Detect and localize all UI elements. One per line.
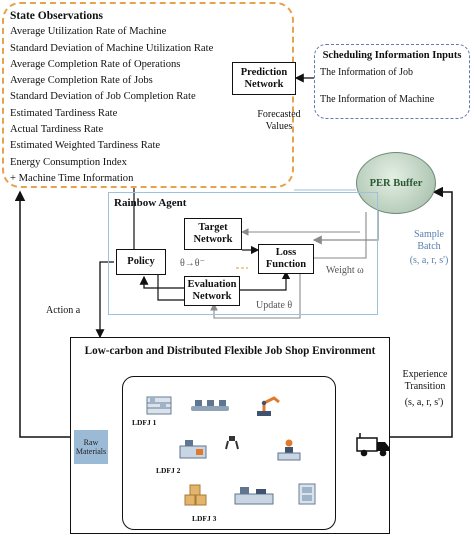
update-arrow [210, 272, 301, 319]
scheduling-inputs-panel: Scheduling Information Inputs The Inform… [314, 44, 470, 119]
policy-box: Policy [116, 249, 166, 275]
per-to-loss-arrow [312, 208, 379, 245]
sched-item-machine: The Information of Machine [320, 94, 435, 105]
env-to-per-arrow [390, 186, 453, 438]
state-item: Standard Deviation of Job Completion Rat… [10, 91, 196, 103]
gripper-icon [225, 436, 239, 450]
state-item: Energy Consumption Index [10, 156, 127, 168]
truck-icon [356, 433, 389, 457]
prediction-network-label: Prediction Network [240, 66, 288, 90]
state-observations-title: State Observations [10, 10, 103, 22]
rainbow-agent-region [108, 192, 378, 315]
action-label: Action a [46, 305, 81, 316]
state-item: Average Completion Rate of Operations [10, 58, 181, 70]
policy-label: Policy [127, 256, 155, 267]
loss-function-box: Loss Function [258, 244, 314, 274]
ldfj-3-label: LDFJ 3 [192, 514, 217, 523]
update-label: Update θ [256, 300, 293, 311]
sample-batch-label: Sample Batch [414, 229, 444, 252]
scheduling-inputs-title: Scheduling Information Inputs [322, 50, 462, 61]
ldfj-2-label: LDFJ 2 [156, 466, 181, 475]
state-item: Actual Tardiness Rate [10, 124, 104, 136]
experience-transition-label: Experience Transition [402, 369, 448, 392]
shelf-icon [298, 483, 316, 505]
sched-item-job: The Information of Job [320, 67, 414, 78]
transition-tuple-label: (s, a, r, s') [404, 397, 444, 408]
env-to-state-arrow [14, 190, 70, 438]
forecasted-values-label: Forecasted Values [257, 109, 301, 132]
eval-to-loss-arrow [240, 270, 291, 291]
box-stack-icon [184, 484, 207, 506]
target-network-label: Target Network [193, 222, 233, 245]
worker-icon [277, 439, 301, 461]
target-network-box: Target Network [184, 218, 242, 250]
evaluation-network-box: Evaluation Network [184, 276, 240, 306]
state-item: Average Utilization Rate of Machine [10, 26, 167, 38]
raw-materials-label: Raw Materials [75, 438, 107, 456]
per-buffer-label: PER Buffer [369, 177, 423, 189]
state-item: Estimated Weighted Tardiness Rate [10, 140, 161, 152]
state-item: Average Completion Rate of Jobs [10, 75, 153, 87]
ldfj-1-label: LDFJ 1 [132, 418, 157, 427]
raw-materials-box: Raw Materials [74, 430, 108, 464]
weight-label: Weight ω [326, 265, 364, 276]
state-item: Estimated Tardiness Rate [10, 107, 118, 119]
prediction-network-box: Prediction Network [232, 62, 296, 95]
state-item: Standard Deviation of Machine Utilizatio… [10, 42, 214, 54]
environment-title: Low-carbon and Distributed Flexible Job … [84, 345, 376, 357]
policy-to-env-arrow [95, 261, 114, 339]
per-buffer: PER Buffer [356, 152, 436, 214]
machine-icon [179, 440, 207, 459]
robot-arm-icon [257, 396, 280, 416]
eval-to-policy-arrow [139, 275, 184, 289]
conveyor-icon [191, 400, 229, 411]
evaluation-network-label: Evaluation Network [187, 279, 237, 302]
machine-icon [234, 487, 274, 505]
state-item: + Machine Time Information [10, 172, 134, 184]
weight-line [314, 212, 367, 259]
shelf-icon [146, 396, 172, 415]
rainbow-agent-title: Rainbow Agent [114, 197, 187, 209]
loss-function-label: Loss Function [265, 247, 307, 270]
sample-tuple-label: (s, a, r, s') [409, 255, 449, 266]
state-observations-panel: State Observations Average Utilization R… [2, 2, 294, 188]
theta-copy-label: θ→θ⁻ [180, 258, 205, 269]
